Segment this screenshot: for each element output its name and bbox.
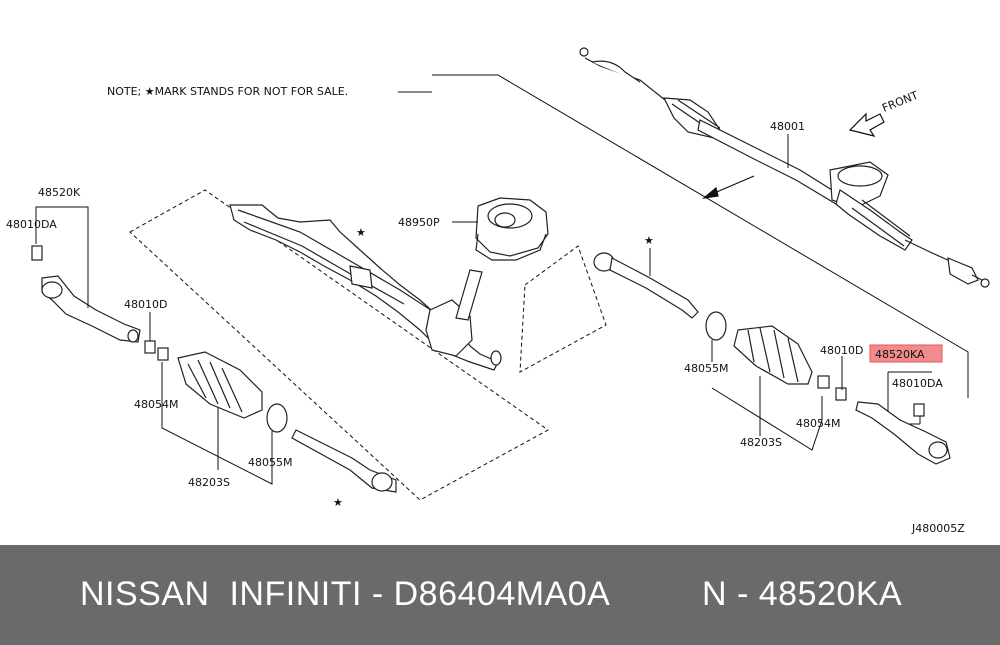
footer-part-number: N - 48520KA — [702, 575, 903, 613]
label-48010D-left: 48010D — [124, 298, 167, 311]
front-label: FRONT — [880, 89, 920, 115]
label-48010DA-left: 48010DA — [6, 218, 57, 231]
rack-housing — [229, 204, 502, 371]
steering-rack-assembly-top — [579, 47, 990, 288]
label-48203S-right: 48203S — [740, 436, 782, 449]
label-48055M-left: 48055M — [248, 456, 292, 469]
footer-bar: NISSAN INFINITI - D86404MA0A N - 48520KA — [0, 545, 1000, 645]
right-small-parts — [705, 311, 847, 401]
reference-lines — [398, 74, 969, 398]
star-icon-housing: ★ — [356, 226, 366, 239]
assist-motor-unit — [455, 197, 549, 321]
highlight-48520KA — [869, 344, 943, 363]
star-icon-right-rod: ★ — [644, 234, 654, 247]
leader-lines-left — [35, 206, 273, 485]
note-text: NOTE; ★MARK STANDS FOR NOT FOR SALE. — [107, 85, 348, 98]
front-arrow-icon — [848, 112, 885, 137]
star-icon-left-rod: ★ — [333, 496, 343, 509]
label-48010DA-right: 48010DA — [892, 377, 943, 390]
label-48950P: 48950P — [398, 216, 440, 229]
label-48001: 48001 — [770, 120, 805, 133]
label-48054M-right: 48054M — [796, 417, 840, 430]
left-small-parts — [144, 340, 397, 493]
footer-brand-text: NISSAN INFINITI - D86404MA0A — [80, 575, 611, 613]
diagram-code: J480005Z — [911, 522, 965, 535]
label-48520KA: 48520KA — [875, 348, 925, 361]
label-48054M-left: 48054M — [134, 398, 178, 411]
tie-rod-end-left — [31, 245, 141, 343]
label-48203S-left: 48203S — [188, 476, 230, 489]
label-48010D-right: 48010D — [820, 344, 863, 357]
label-48055M-right: 48055M — [684, 362, 728, 375]
dashed-box-left — [129, 189, 607, 501]
label-48520K: 48520K — [38, 186, 81, 199]
right-inner-rod — [593, 252, 699, 319]
pointer-arrow-icon — [701, 175, 755, 199]
tie-rod-end-right — [855, 401, 951, 465]
parts-diagram: NOTE; ★MARK STANDS FOR NOT FOR SALE. — [6, 47, 990, 535]
